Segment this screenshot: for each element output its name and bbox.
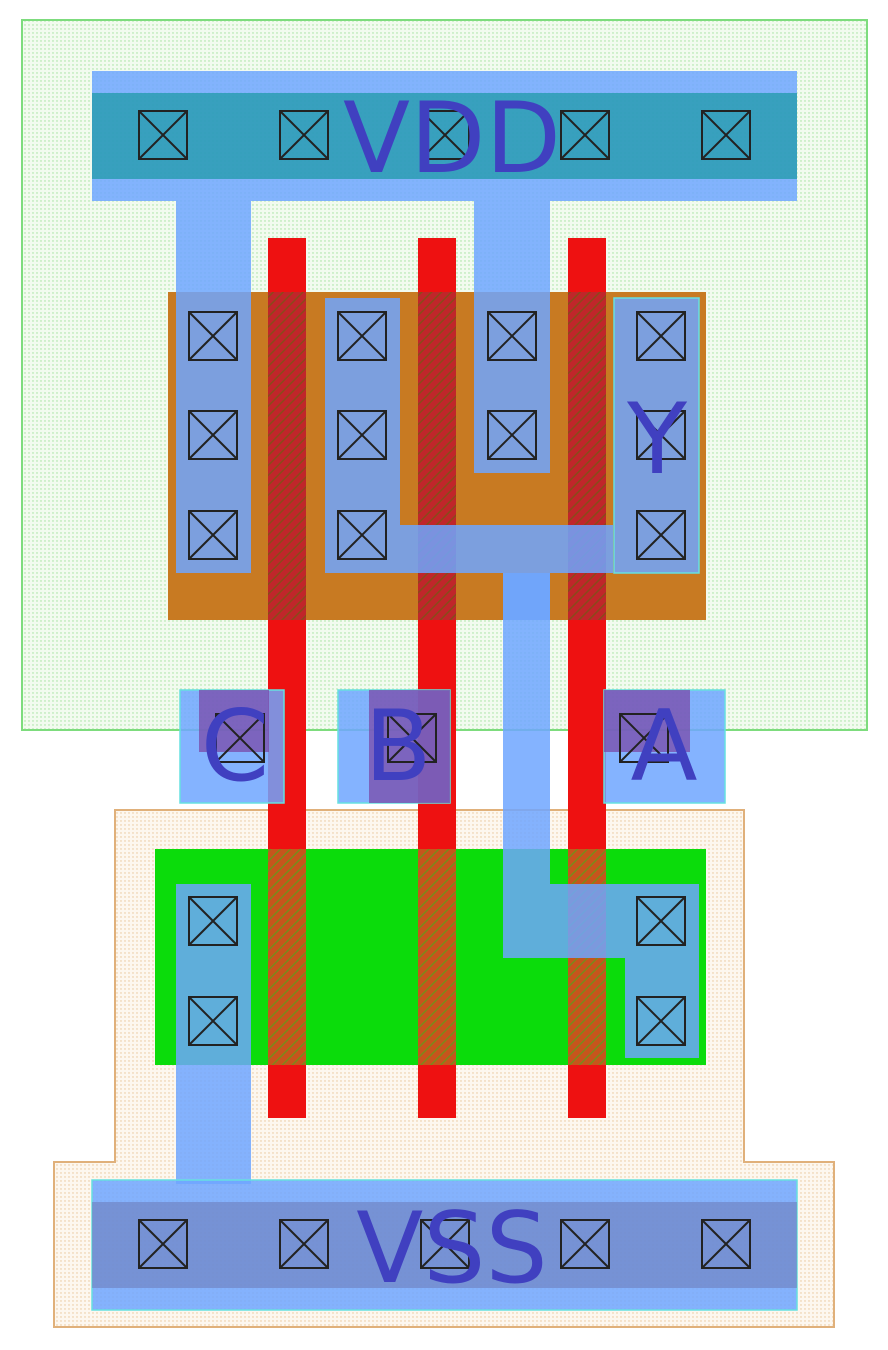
- vss-label: VSS: [356, 1192, 547, 1306]
- y-label: Y: [626, 383, 688, 497]
- a-label: A: [630, 690, 697, 804]
- b-label: B: [364, 690, 431, 804]
- c-label: C: [201, 690, 269, 804]
- poly-gates: [268, 238, 606, 1118]
- vdd-label: VDD: [343, 82, 561, 196]
